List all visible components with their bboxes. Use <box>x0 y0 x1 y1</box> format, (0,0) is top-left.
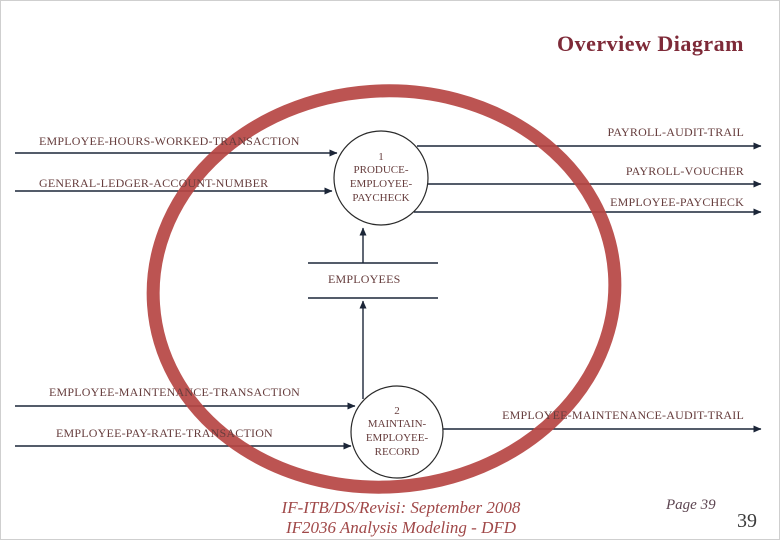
flow-label-employee-maintenance: EMPLOYEE-MAINTENANCE-TRANSACTION <box>49 385 301 399</box>
process-1-circle <box>333 130 429 226</box>
footer-line-2: IF2036 Analysis Modeling - DFD <box>285 518 517 537</box>
flow-label-employee-paycheck: EMPLOYEE-PAYCHECK <box>610 195 744 209</box>
page-title: Overview Diagram <box>557 31 744 56</box>
flow-label-employee-pay-rate: EMPLOYEE-PAY-RATE-TRANSACTION <box>56 426 273 440</box>
flow-label-general-ledger: GENERAL-LEDGER-ACCOUNT-NUMBER <box>39 176 269 190</box>
flow-label-employee-hours: EMPLOYEE-HOURS-WORKED-TRANSACTION <box>39 134 300 148</box>
flow-label-payroll-voucher: PAYROLL-VOUCHER <box>625 164 744 178</box>
annotation-circle <box>146 84 622 494</box>
slide-footer: IF-ITB/DS/Revisi: September 2008 IF2036 … <box>181 498 621 538</box>
page-label: Page 39 <box>666 497 716 513</box>
datastore-label: EMPLOYEES <box>328 272 401 286</box>
footer-line-1: IF-ITB/DS/Revisi: September 2008 <box>281 498 521 517</box>
process-2-circle <box>350 385 444 479</box>
page-number: 39 <box>737 510 757 532</box>
flow-label-maintenance-audit-trail: EMPLOYEE-MAINTENANCE-AUDIT-TRAIL <box>502 408 744 422</box>
process-2-label: 2 MAINTAIN- EMPLOYEE- RECORD <box>365 404 429 458</box>
flow-label-payroll-audit-trail: PAYROLL-AUDIT-TRAIL <box>607 125 744 139</box>
process-1-label: 1 PRODUCE- EMPLOYEE- PAYCHECK <box>349 150 413 204</box>
